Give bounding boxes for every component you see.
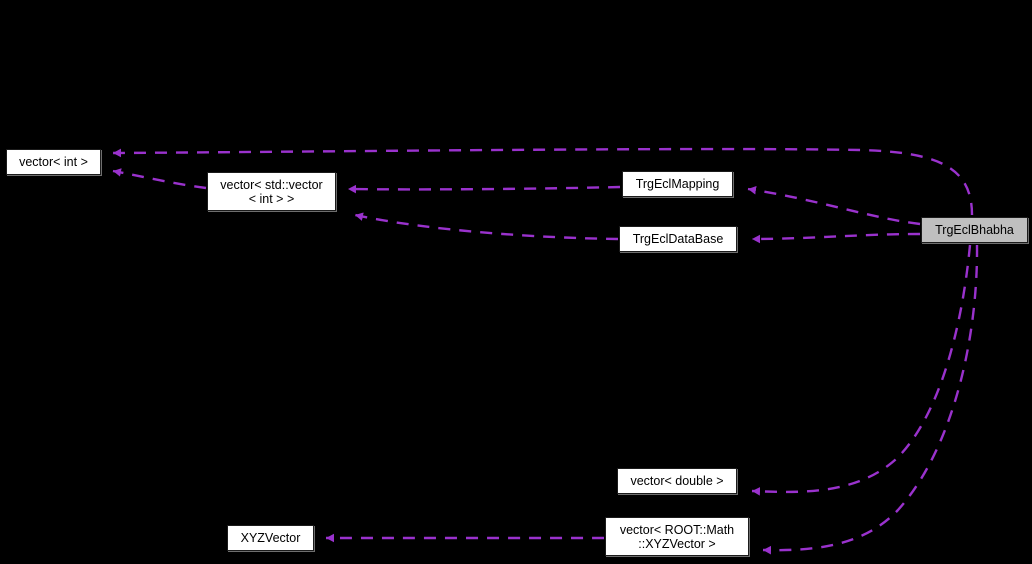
node-vector-double-label: vector< double >: [630, 474, 724, 488]
node-trgeclmapping[interactable]: TrgEclMapping: [622, 171, 733, 197]
node-vector-int-label: vector< int >: [19, 155, 88, 169]
node-vector-int[interactable]: vector< int >: [6, 149, 101, 175]
node-trgeclbhabha-label: TrgEclBhabha: [935, 223, 1014, 237]
node-vector-std-vector-int-label: vector< std::vector < int > >: [220, 177, 323, 206]
edge-bhabha-to-database: [751, 232, 921, 244]
node-xyzvector[interactable]: XYZVector: [227, 525, 314, 551]
node-vector-root-math-xyzvector[interactable]: vector< ROOT::Math ::XYZVector >: [605, 517, 749, 556]
node-trgecldatabase-label: TrgEclDataBase: [632, 232, 724, 246]
node-trgeclmapping-label: TrgEclMapping: [635, 177, 720, 191]
node-trgeclbhabha[interactable]: TrgEclBhabha: [921, 217, 1028, 243]
node-vector-root-math-xyzvector-label: vector< ROOT::Math ::XYZVector >: [619, 522, 735, 551]
edge-bhabha-to-mapping: [747, 185, 921, 226]
edge-bhabha-to-vector-double: [751, 244, 972, 496]
node-vector-std-vector-int[interactable]: vector< std::vector < int > >: [207, 172, 336, 211]
edge-vectorstdvector-to-vector-int: [112, 168, 207, 190]
edge-mapping-to-vectorstdvector: [347, 184, 621, 194]
node-vector-double[interactable]: vector< double >: [617, 468, 737, 494]
edge-bhabha-to-vector-root-xyzvector: [762, 244, 979, 555]
node-xyzvector-label: XYZVector: [240, 531, 301, 545]
edge-database-to-vectorstdvector: [354, 212, 619, 241]
node-trgecldatabase[interactable]: TrgEclDataBase: [619, 226, 737, 252]
